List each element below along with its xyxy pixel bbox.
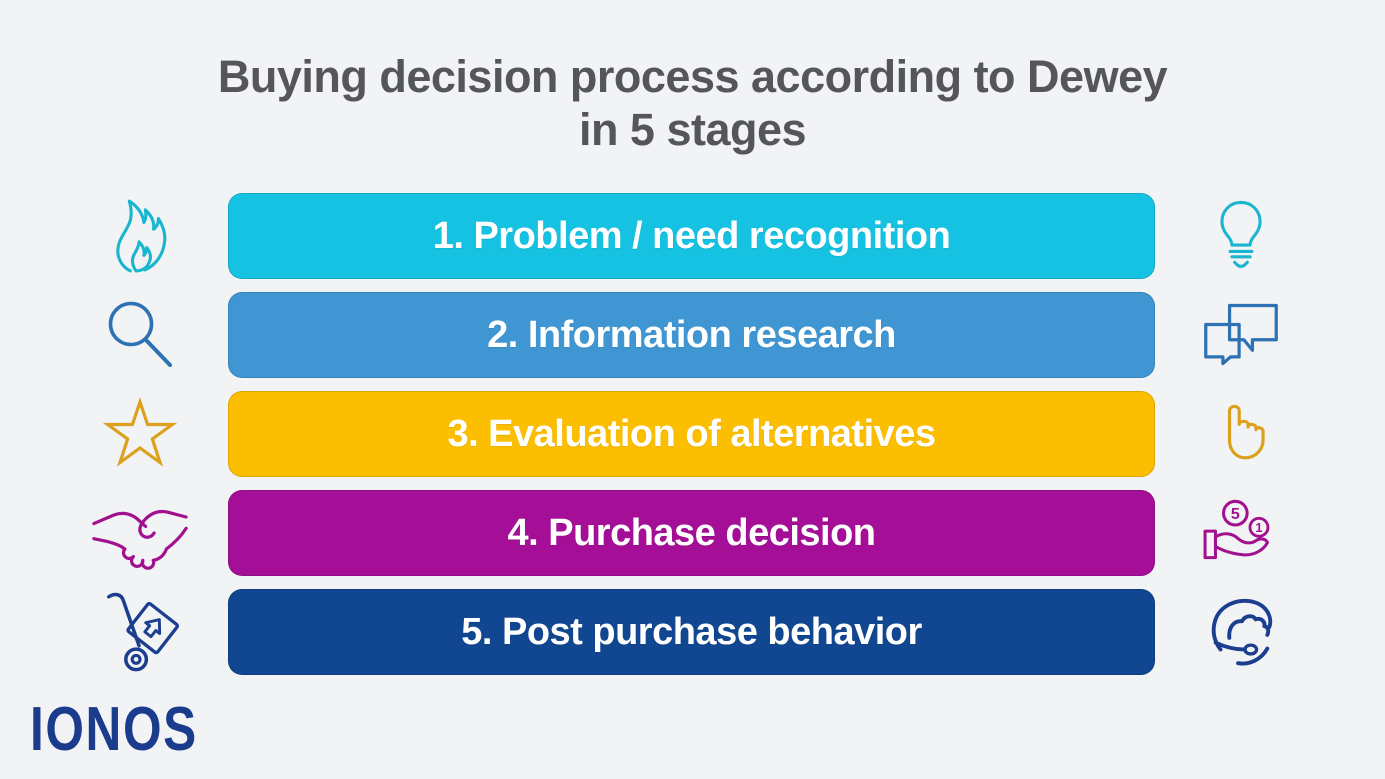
stage-label-2: 2. Information research [487,313,896,356]
coin-value-small: 1 [1255,520,1262,535]
speech-bubbles-icon [1155,292,1385,378]
stage-row-3: 3. Evaluation of alternatives [0,391,1385,477]
stage-row-2: 2. Information research [0,292,1385,378]
stage-label-5: 5. Post purchase behavior [461,610,922,653]
stage-row-4: 4. Purchase decision 5 1 [0,490,1385,576]
handshake-icon [0,490,228,576]
star-icon [0,391,228,477]
stage-bar-2: 2. Information research [228,292,1155,378]
stage-bar-5: 5. Post purchase behavior [228,589,1155,675]
flame-icon [0,193,228,279]
coin-value-large: 5 [1231,505,1240,523]
ionos-logo: IONOS [30,695,198,764]
stage-row-5: 5. Post purchase behavior [0,589,1385,675]
stage-label-3: 3. Evaluation of alternatives [447,412,936,455]
stage-row-1: 1. Problem / need recognition [0,193,1385,279]
stage-bar-1: 1. Problem / need recognition [228,193,1155,279]
pointing-hand-icon [1155,391,1385,477]
hand-truck-icon [0,589,228,675]
magnifier-icon [0,292,228,378]
page-title: Buying decision process according to Dew… [0,50,1385,156]
stage-label-4: 4. Purchase decision [507,511,876,554]
title-line-2: in 5 stages [578,104,807,156]
stage-label-1: 1. Problem / need recognition [432,214,951,257]
support-agent-icon [1155,589,1385,675]
stages-list: 1. Problem / need recognition 2. [0,193,1385,675]
stage-bar-3: 3. Evaluation of alternatives [228,391,1155,477]
title-line-1: Buying decision process according to Dew… [217,51,1168,102]
coins-in-hand-icon: 5 1 [1155,490,1385,576]
lightbulb-icon [1155,193,1385,279]
stage-bar-4: 4. Purchase decision [228,490,1155,576]
